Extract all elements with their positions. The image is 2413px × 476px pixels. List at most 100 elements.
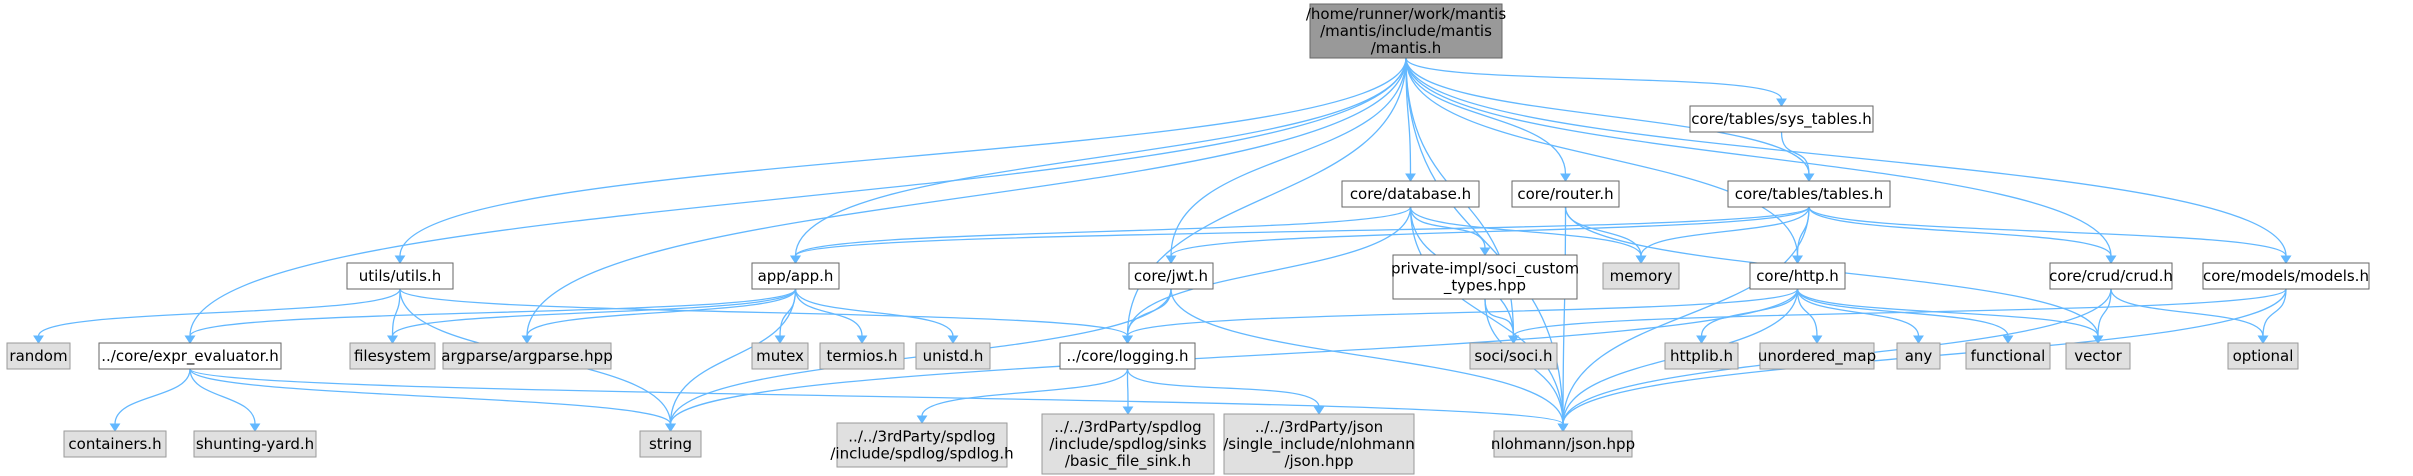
edge-router-to-nlohmann	[1562, 206, 1567, 425]
node-httplib: httplib.h	[1664, 342, 1739, 370]
node-sys_tables[interactable]: core/tables/sys_tables.h	[1689, 105, 1874, 133]
edge-utils-to-filesystem	[391, 288, 401, 337]
node-box-mutex	[751, 342, 809, 370]
node-argparse: argparse/argparse.hpp	[441, 342, 613, 370]
node-box-tables	[1727, 180, 1891, 208]
node-box-functional	[1965, 342, 2051, 370]
node-mutex: mutex	[751, 342, 809, 370]
node-label-utils-0: utils/utils.h	[359, 267, 441, 285]
node-label-root-2: /mantis.h	[1371, 39, 1442, 57]
node-box-basic_file_sink	[1041, 413, 1215, 475]
node-label-containers-0: containers.h	[68, 435, 161, 453]
edge-root-to-app	[794, 57, 1407, 257]
node-box-logging	[1059, 342, 1196, 370]
node-label-spdlog-1: /include/spdlog/spdlog.h	[830, 444, 1013, 462]
edge-tables-to-http	[1796, 206, 1810, 257]
node-label-basic_file_sink-1: /include/spdlog/sinks	[1049, 435, 1206, 453]
node-expr[interactable]: ../core/expr_evaluator.h	[98, 342, 282, 370]
arrowhead-root-to-utils	[394, 255, 406, 264]
arrowhead-logging-to-json_single	[1313, 406, 1325, 415]
edge-database-to-logging	[1126, 206, 1412, 337]
edge-tables-to-models	[1808, 206, 2287, 257]
edge-models-to-optional	[2262, 288, 2287, 337]
node-label-httplib-0: httplib.h	[1670, 347, 1733, 365]
node-string: string	[639, 430, 702, 458]
edge-logging-to-basic_file_sink	[1126, 368, 1129, 408]
node-box-models	[2202, 262, 2370, 290]
node-label-tables-0: core/tables/tables.h	[1735, 185, 1883, 203]
node-box-app	[751, 262, 840, 290]
node-crud[interactable]: core/crud/crud.h	[2049, 262, 2173, 290]
node-label-models-0: core/models/models.h	[2203, 267, 2369, 285]
arrowhead-http-to-any	[1913, 335, 1924, 344]
edge-utils-to-logging	[399, 288, 1129, 337]
edge-root-to-utils	[399, 57, 1407, 257]
edge-models-to-soci	[1512, 288, 2287, 337]
node-spdlog: ../../3rdParty/spdlog/include/spdlog/spd…	[830, 422, 1014, 468]
node-label-database-0: core/database.h	[1350, 185, 1471, 203]
node-box-root	[1309, 3, 1503, 59]
arrowhead-app-to-filesystem	[387, 335, 398, 344]
node-utils[interactable]: utils/utils.h	[346, 262, 454, 290]
edge-root-to-crud	[1405, 57, 2112, 257]
node-root[interactable]: /home/runner/work/mantis/mantis/include/…	[1306, 3, 1506, 59]
node-box-spdlog	[836, 422, 1008, 468]
node-soci_custom[interactable]: private-impl/soci_custom_types.hpp	[1391, 254, 1579, 300]
arrowhead-tables-to-crud	[2105, 255, 2117, 264]
node-unistd: unistd.h	[915, 342, 991, 370]
arrowhead-logging-to-spdlog	[916, 415, 928, 424]
arrowhead-app-to-argparse	[521, 335, 533, 344]
node-box-containers	[63, 430, 167, 458]
node-label-json_single-2: /json.hpp	[1284, 452, 1353, 470]
node-http[interactable]: core/http.h	[1749, 262, 1846, 290]
node-box-nlohmann	[1493, 430, 1633, 458]
node-label-any-0: any	[1905, 347, 1933, 365]
node-router[interactable]: core/router.h	[1511, 180, 1620, 208]
node-functional: functional	[1965, 342, 2051, 370]
arrowhead-app-to-expr	[184, 335, 196, 344]
node-label-basic_file_sink-2: /basic_file_sink.h	[1065, 452, 1191, 471]
node-label-http-0: core/http.h	[1756, 267, 1839, 285]
node-label-memory-0: memory	[1610, 267, 1673, 285]
node-label-shunting-0: shunting-yard.h	[196, 435, 314, 453]
edge-tables-to-nlohmann	[1562, 206, 1810, 425]
node-label-basic_file_sink-0: ../../3rdParty/spdlog	[1054, 418, 1201, 436]
node-box-filesystem	[349, 342, 436, 370]
node-box-random	[6, 342, 71, 370]
node-box-argparse	[442, 342, 612, 370]
arrowhead-http-to-functional	[2002, 335, 2014, 344]
arrowhead-expr-to-string	[665, 423, 676, 432]
node-label-unistd-0: unistd.h	[923, 347, 984, 365]
arrowhead-http-to-logging	[1122, 335, 1133, 344]
node-logging[interactable]: ../core/logging.h	[1059, 342, 1196, 370]
node-app[interactable]: app/app.h	[751, 262, 840, 290]
arrowhead-app-to-mutex	[774, 335, 786, 344]
node-label-unordered_map-0: unordered_map	[1758, 347, 1876, 366]
node-box-expr	[98, 342, 282, 370]
edge-http-to-logging	[1126, 288, 1799, 337]
node-label-mutex-0: mutex	[756, 347, 804, 365]
node-label-expr-0: ../core/expr_evaluator.h	[101, 347, 278, 366]
edge-expr-to-containers	[114, 368, 191, 425]
dependency-edges	[33, 57, 2292, 432]
node-label-soci_custom-1: _types.hpp	[1443, 276, 1526, 295]
arrowhead-tables-to-memory	[1635, 255, 1647, 264]
node-box-shunting	[193, 430, 317, 458]
node-box-json_single	[1223, 413, 1415, 475]
arrowhead-expr-to-containers	[109, 423, 121, 432]
node-label-argparse-0: argparse/argparse.hpp	[441, 347, 612, 365]
arrowhead-tables-to-app	[790, 255, 801, 264]
node-database[interactable]: core/database.h	[1341, 180, 1480, 208]
node-tables[interactable]: core/tables/tables.h	[1727, 180, 1891, 208]
node-containers: containers.h	[63, 430, 167, 458]
edge-root-to-http	[1405, 57, 1799, 257]
node-jwt[interactable]: core/jwt.h	[1128, 262, 1214, 290]
node-label-random-0: random	[9, 347, 67, 365]
arrowhead-models-to-soci	[1508, 335, 1519, 344]
arrowhead-crud-to-vector	[2092, 335, 2104, 344]
node-shunting: shunting-yard.h	[193, 430, 317, 458]
node-models[interactable]: core/models/models.h	[2202, 262, 2370, 290]
node-basic_file_sink: ../../3rdParty/spdlog/include/spdlog/sin…	[1041, 413, 1215, 475]
node-box-unistd	[915, 342, 991, 370]
